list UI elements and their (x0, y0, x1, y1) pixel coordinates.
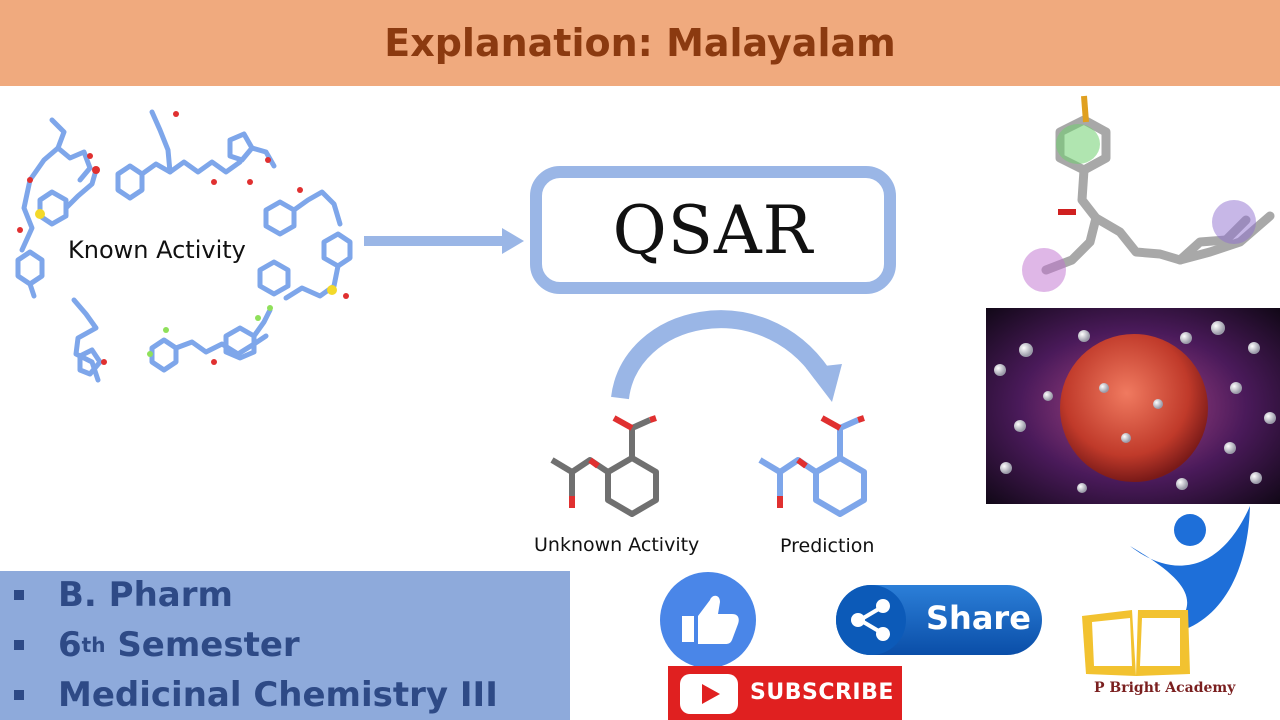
bullet-icon (14, 690, 24, 700)
course-subject-text: Medicinal Chemistry III (58, 675, 498, 715)
qsar-label: QSAR (612, 191, 814, 269)
page-title: Explanation: Malayalam (384, 21, 896, 65)
course-item-subject: Medicinal Chemistry III (14, 675, 498, 715)
play-icon (680, 674, 738, 714)
cancer-cell-image (986, 308, 1280, 504)
curved-arrow-icon (611, 310, 842, 402)
header-banner: Explanation: Malayalam (0, 0, 1280, 86)
subscribe-button[interactable]: SUBSCRIBE (668, 666, 902, 720)
bullet-icon (14, 640, 24, 650)
subscribe-label: SUBSCRIBE (750, 680, 894, 705)
unknown-activity-label: Unknown Activity (534, 534, 700, 556)
academy-logo (1082, 506, 1250, 676)
share-button[interactable]: Share (836, 585, 1042, 655)
known-molecules-image (15, 109, 353, 383)
prediction-molecule-image (758, 415, 867, 517)
arrow-right-icon (364, 228, 524, 254)
thumbs-up-icon (682, 595, 739, 644)
course-degree-text: B. Pharm (58, 575, 233, 615)
like-button[interactable] (660, 572, 756, 668)
share-label: Share (926, 599, 1031, 637)
prediction-label: Prediction (780, 535, 875, 557)
share-icon-circle (836, 585, 906, 655)
qsar-box: QSAR (530, 166, 896, 294)
unknown-molecule-image (550, 415, 659, 517)
academy-name: P Bright Academy (1094, 680, 1236, 696)
semester-number: 6 (58, 625, 82, 665)
bullet-icon (14, 590, 24, 600)
pharmacophore-model-image (1022, 95, 1275, 292)
semester-text: Semester (105, 625, 300, 665)
known-activity-label: Known Activity (68, 236, 246, 264)
course-item-degree: B. Pharm (14, 575, 233, 615)
share-icon (851, 599, 890, 641)
semester-suffix: th (81, 633, 106, 657)
